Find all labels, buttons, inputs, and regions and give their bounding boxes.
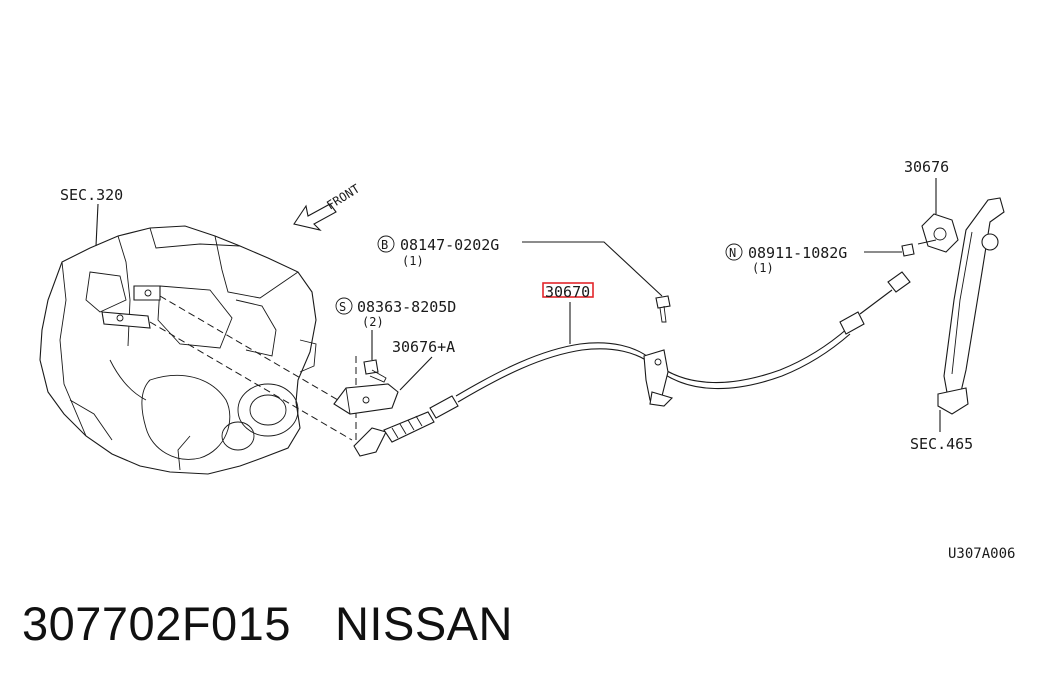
reference-code: U307A006 — [948, 546, 1015, 562]
nut-n-qty: (1) — [752, 261, 774, 275]
bolt-b-part-number: 08147-0202G — [400, 236, 499, 254]
clip-part-number: 30676 — [904, 158, 949, 176]
nut-n-part-number: 08911-1082G — [748, 244, 847, 262]
part-number-title: 307702F015 — [22, 597, 291, 650]
sec320-label: SEC.320 — [60, 186, 123, 204]
bolt-b-qty: (1) — [402, 254, 424, 268]
bolt-s-part-number: 08363-8205D — [357, 298, 456, 316]
bolt-b-icon — [655, 295, 671, 323]
bracket-30676a — [333, 383, 399, 415]
bolt-s-callout: S 08363-8205D (2) — [335, 297, 456, 360]
transmission-assembly — [39, 225, 317, 475]
brand-name: NISSAN — [334, 597, 513, 650]
bolt-s-qty: (2) — [362, 315, 384, 329]
clip-30676 — [917, 213, 959, 253]
control-cable-30670 — [455, 271, 911, 403]
bolt-s-code: S — [339, 300, 346, 314]
nut-n-icon — [901, 243, 915, 257]
bracket-part-number: 30676+A — [392, 338, 455, 356]
bolt-b-callout: B 08147-0202G (1) — [377, 235, 663, 297]
cable-clamp — [643, 349, 674, 407]
nut-n-callout: N 08911-1082G (1) — [725, 243, 902, 275]
nut-n-code: N — [729, 246, 736, 260]
cable-part-number: 30670 — [545, 283, 590, 301]
front-arrow-icon — [293, 203, 337, 231]
pedal-arm — [937, 197, 1005, 415]
cable-highlight-box — [542, 282, 594, 298]
cable-end-fitting — [353, 395, 459, 457]
sec465-label: SEC.465 — [910, 435, 973, 453]
bolt-s-icon — [363, 359, 387, 383]
footer-caption: 307702F015 NISSAN — [22, 596, 513, 651]
front-label: FRONT — [324, 182, 362, 213]
bolt-b-code: B — [381, 238, 388, 252]
